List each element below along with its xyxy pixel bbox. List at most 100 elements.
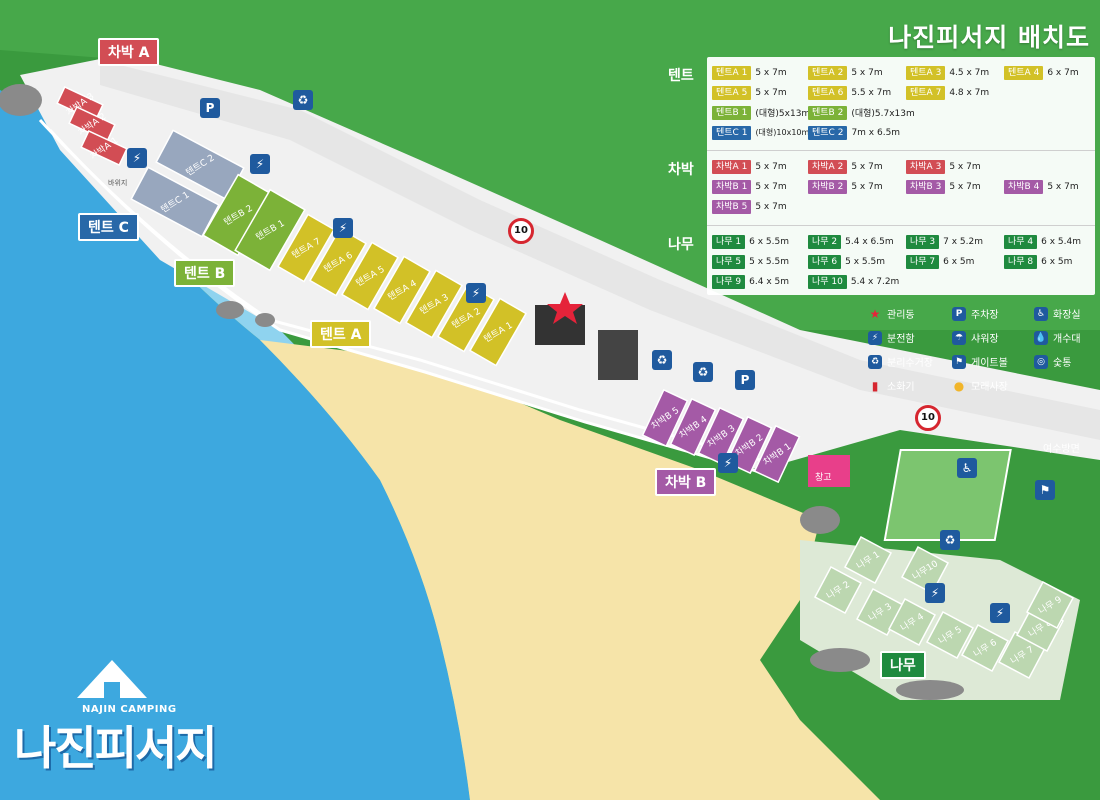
legend-site-dimension: 6.4 x 5m (749, 276, 790, 287)
legend-site-dimension: 4.8 x 7m (949, 87, 990, 98)
campsite-parcel-shape[interactable] (404, 269, 464, 339)
campsite-parcel[interactable]: 차박B 5 (641, 388, 689, 448)
campsite-parcel[interactable]: 텐트A 5 (340, 241, 400, 311)
icon-legend-item: ▮소화기 (868, 378, 915, 394)
campsite-parcel-shape[interactable] (843, 535, 893, 585)
campsite-parcel[interactable]: 텐트B 1 (234, 188, 306, 272)
logo-title: 나진피서지 (14, 721, 218, 775)
icon-legend-label: 주차장 (971, 310, 999, 321)
campsite-parcel[interactable]: 텐트A 1 (468, 297, 528, 367)
campsite-parcel-shape[interactable] (80, 129, 128, 167)
legend-site-chip: 나무 8 (1004, 254, 1038, 269)
campsite-parcel[interactable]: 나무10 (900, 545, 950, 595)
recycle-icon[interactable]: ♻ (940, 530, 960, 550)
campsite-parcel[interactable]: 텐트A 7 (276, 213, 336, 283)
campsite-parcel[interactable]: 차박A 2 (66, 100, 118, 148)
campsite-parcel-shape[interactable] (669, 397, 717, 457)
legend-site-dimension: 7m x 6.5m (851, 127, 901, 138)
zone-callout: 텐트 A (310, 320, 372, 348)
icon-legend-item: ⚑게이트볼 (952, 354, 1008, 369)
shower-building[interactable] (598, 330, 638, 380)
legend-site-chip: 텐트A 6 (808, 85, 848, 100)
campsite-parcel-shape[interactable] (372, 255, 432, 325)
campsite-parcel-shape[interactable] (308, 227, 368, 297)
legend-item: 텐트B 1(대형)5x13m (712, 104, 810, 121)
power-icon[interactable]: ⚡ (250, 154, 270, 174)
campsite-parcel-shape[interactable] (887, 597, 937, 647)
campsite-parcel[interactable]: 텐트A 3 (404, 269, 464, 339)
campsite-parcel[interactable]: 차박B 1 (753, 424, 801, 484)
recycle-icon[interactable]: ♻ (652, 350, 672, 370)
campsite-parcel-shape[interactable] (130, 166, 220, 238)
zone-callout: 차박 B (655, 468, 717, 496)
campsite-parcel-shape[interactable] (1025, 580, 1075, 630)
power-icon[interactable]: ⚡ (925, 583, 945, 603)
legend-site-dimension: 5 x 7m (755, 181, 787, 192)
legend-site-dimension: 5 x 7m (949, 161, 981, 172)
campsite-parcel[interactable]: 텐트A 4 (372, 255, 432, 325)
campsite-parcel[interactable]: 차박B 3 (697, 406, 745, 466)
icon-legend-item: ♿화장실 (1034, 306, 1081, 321)
campsite-parcel-shape[interactable] (900, 545, 950, 595)
recycle-icon[interactable]: ♻ (293, 90, 313, 110)
recycle-icon[interactable]: ♻ (693, 362, 713, 382)
icon-legend-label: 숯통 (1053, 358, 1072, 369)
power-icon[interactable]: ⚡ (990, 603, 1010, 623)
campsite-parcel-shape[interactable] (697, 406, 745, 466)
icon-legend-item: ◎숯통 (1034, 354, 1071, 369)
legend-site-dimension: 5 x 5.5m (845, 256, 886, 267)
campsite-parcel[interactable]: 텐트C 1 (130, 166, 220, 238)
zone-callout: 나무 (880, 651, 926, 679)
campsite-parcel[interactable]: 나무 6 (960, 623, 1010, 673)
campsite-parcel-shape[interactable] (813, 565, 863, 615)
icon-legend-label: 분리수거장 (887, 358, 933, 369)
legend-site-dimension: (대형)5x13m (755, 109, 811, 119)
legend-site-dimension: 5 x 7m (851, 161, 883, 172)
campsite-parcel[interactable]: 텐트C 2 (155, 129, 245, 201)
power-icon[interactable]: ⚡ (127, 148, 147, 168)
legend-site-chip: 나무 10 (808, 274, 847, 289)
parking-icon[interactable]: P (200, 98, 220, 118)
legend-section-label: 텐트 (668, 68, 694, 84)
campsite-parcel[interactable]: 텐트B 2 (202, 173, 274, 257)
legend-site-dimension: (대형)10x10m (755, 128, 810, 137)
campsite-parcel-shape[interactable] (960, 623, 1010, 673)
power-icon[interactable]: ⚡ (466, 283, 486, 303)
campsite-parcel[interactable]: 나무 1 (843, 535, 893, 585)
zone-callout: 텐트 C (78, 213, 139, 241)
gateball-icon[interactable]: ⚑ (1035, 480, 1055, 500)
campsite-parcel[interactable]: 나무 5 (925, 610, 975, 660)
campsite-parcel-shape[interactable] (925, 610, 975, 660)
warehouse-building[interactable] (808, 455, 850, 487)
campsite-parcel[interactable]: 나무 9 (1025, 580, 1075, 630)
legend-site-chip: 차박B 2 (808, 179, 848, 194)
campsite-parcel-shape[interactable] (340, 241, 400, 311)
campsite-parcel[interactable]: 차박A 1 (78, 124, 130, 172)
campsite-parcel[interactable]: 나무 4 (887, 597, 937, 647)
toilet-icon[interactable]: ♿ (957, 458, 977, 478)
campsite-parcel-shape[interactable] (234, 188, 306, 272)
icon-legend-item: ★관리동 (868, 306, 915, 322)
power-icon[interactable]: ⚡ (333, 218, 353, 238)
campsite-parcel-shape[interactable] (753, 424, 801, 484)
parking-icon[interactable]: P (735, 370, 755, 390)
campsite-parcel-shape[interactable] (641, 388, 689, 448)
power-icon: ⚡ (868, 330, 882, 345)
power-icon[interactable]: ⚡ (718, 453, 738, 473)
icon-legend-label: 분전함 (887, 334, 915, 345)
campsite-parcel[interactable]: 텐트A 6 (308, 227, 368, 297)
legend-site-chip: 나무 9 (712, 274, 746, 289)
campsite-parcel[interactable]: 나무 2 (813, 565, 863, 615)
campsite-parcel-shape[interactable] (276, 213, 336, 283)
legend-site-dimension: 5 x 7m (755, 161, 787, 172)
recycle-icon: ♻ (868, 354, 882, 369)
campsite-parcel-shape[interactable] (468, 297, 528, 367)
